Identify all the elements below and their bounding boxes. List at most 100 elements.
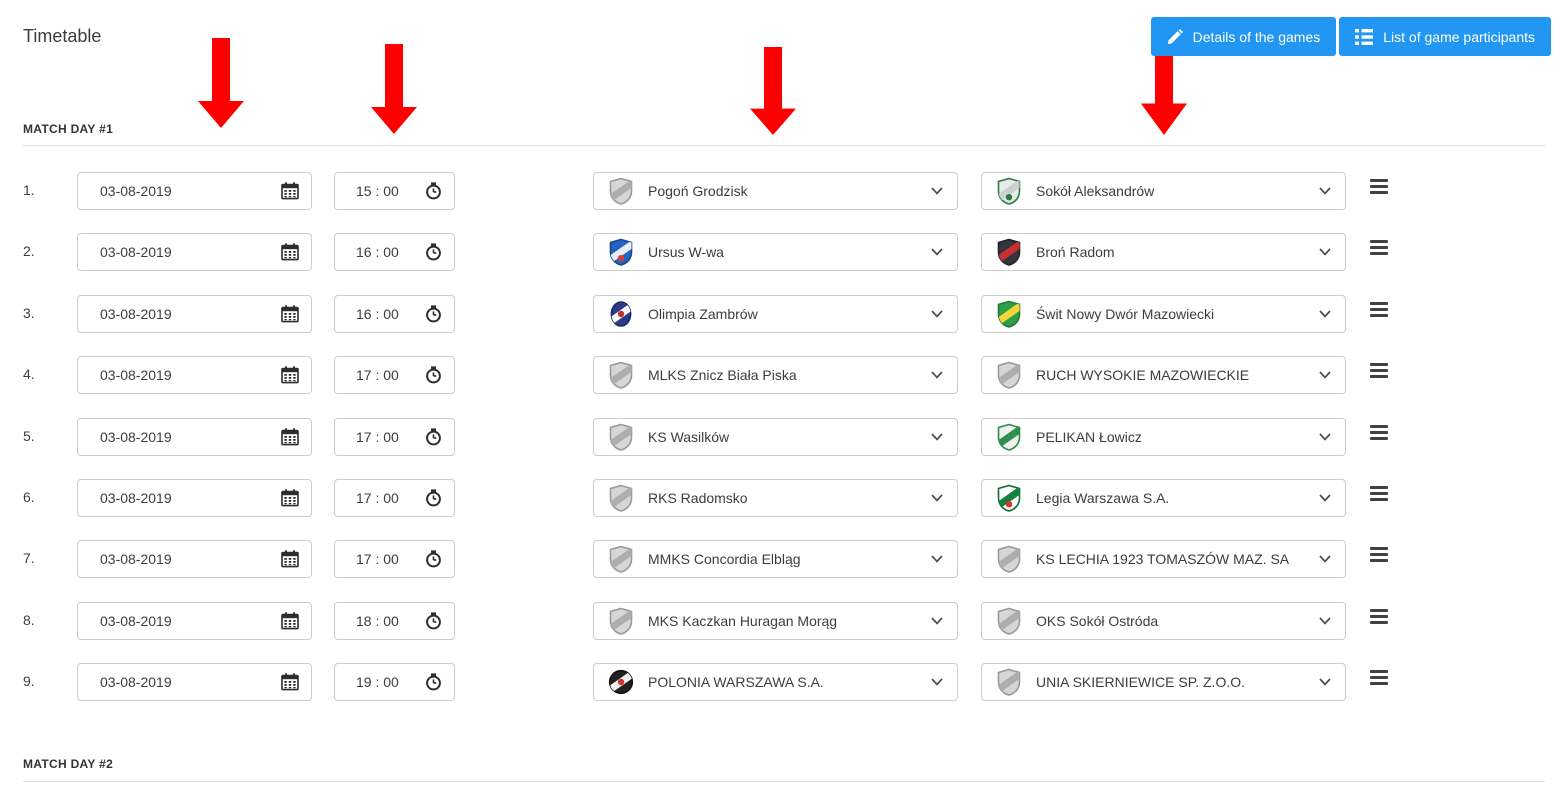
home-team-select[interactable]: Olimpia Zambrów: [593, 294, 958, 333]
away-team-select[interactable]: Świt Nowy Dwór Mazowiecki: [981, 294, 1346, 333]
date-input[interactable]: 03-08-2019: [77, 417, 312, 456]
drag-handle-icon[interactable]: [1370, 663, 1388, 686]
time-input[interactable]: 19 : 00: [334, 663, 455, 702]
clock-icon[interactable]: [425, 366, 442, 384]
away-team-name: PELIKAN Łowicz: [1036, 428, 1142, 445]
time-value: 16 : 00: [356, 244, 399, 261]
drag-handle-icon[interactable]: [1370, 418, 1388, 440]
date-value: 03-08-2019: [100, 674, 172, 691]
match-row: 9. 03-08-2019: [23, 663, 1388, 702]
home-team-select[interactable]: Ursus W-wa: [593, 233, 958, 272]
date-input[interactable]: 03-08-2019: [77, 233, 312, 272]
time-input[interactable]: 18 : 00: [334, 601, 455, 640]
away-team-name: KS LECHIA 1923 TOMASZÓW MAZ. SA: [1036, 551, 1290, 568]
section-divider: [23, 781, 1545, 782]
home-team-select[interactable]: KS Wasilków: [593, 417, 958, 456]
drag-handle-icon[interactable]: [1370, 479, 1388, 501]
time-value: 15 : 00: [356, 183, 399, 199]
clock-icon[interactable]: [425, 427, 442, 446]
away-team-name: Broń Radom: [1036, 244, 1115, 261]
time-input[interactable]: 16 : 00: [334, 233, 455, 272]
date-input[interactable]: 03-08-2019: [77, 172, 312, 210]
club-crest-icon: [608, 607, 634, 635]
match-row: 2. 03-08-2019: [23, 233, 1388, 272]
away-team-select[interactable]: UNIA SKIERNIEWICE SP. Z.O.O.: [981, 663, 1346, 702]
calendar-icon[interactable]: [281, 182, 299, 200]
away-team-select[interactable]: PELIKAN Łowicz: [981, 417, 1346, 456]
chevron-down-icon: [931, 371, 943, 379]
club-crest-icon: [608, 545, 634, 574]
calendar-icon[interactable]: [281, 243, 299, 261]
clock-icon[interactable]: [425, 550, 442, 568]
clock-icon[interactable]: [425, 612, 442, 630]
away-team-select[interactable]: Broń Radom: [981, 233, 1346, 272]
home-team-select[interactable]: POLONIA WARSZAWA S.A.: [593, 663, 958, 702]
time-value: 17 : 00: [356, 489, 399, 506]
calendar-icon[interactable]: [281, 673, 299, 691]
calendar-icon[interactable]: [281, 612, 299, 630]
calendar-icon[interactable]: [281, 550, 299, 568]
drag-handle-icon[interactable]: [1370, 602, 1388, 624]
calendar-icon[interactable]: [281, 427, 299, 446]
date-value: 03-08-2019: [100, 489, 172, 506]
home-team-name: POLONIA WARSZAWA S.A.: [648, 674, 824, 691]
chevron-down-icon: [1319, 310, 1331, 318]
away-team-select[interactable]: Legia Warszawa S.A.: [981, 478, 1346, 517]
date-value: 03-08-2019: [100, 183, 172, 199]
club-crest-icon: [996, 300, 1022, 328]
clock-icon[interactable]: [425, 243, 442, 261]
chevron-down-icon: [1319, 617, 1331, 625]
away-team-select[interactable]: KS LECHIA 1923 TOMASZÓW MAZ. SA: [981, 540, 1346, 579]
home-team-select[interactable]: Pogoń Grodzisk: [593, 172, 958, 210]
home-team-select[interactable]: RKS Radomsko: [593, 478, 958, 517]
details-of-games-button[interactable]: Details of the games: [1150, 17, 1337, 56]
time-input[interactable]: 16 : 00: [334, 294, 455, 333]
club-crest-icon: [608, 300, 634, 328]
clock-icon[interactable]: [425, 489, 442, 507]
club-crest-icon: [608, 238, 634, 267]
clock-icon[interactable]: [425, 673, 442, 691]
chevron-down-icon: [931, 617, 943, 625]
calendar-icon[interactable]: [281, 305, 299, 323]
red-arrow-annotation: [371, 44, 417, 134]
club-crest-icon: [996, 361, 1022, 389]
time-input[interactable]: 17 : 00: [334, 417, 455, 456]
clock-icon[interactable]: [425, 305, 442, 323]
row-number: 2.: [23, 243, 35, 260]
club-crest-icon: [996, 607, 1022, 635]
date-input[interactable]: 03-08-2019: [77, 663, 312, 702]
home-team-select[interactable]: MKS Kaczkan Huragan Morąg: [593, 601, 958, 640]
date-input[interactable]: 03-08-2019: [77, 601, 312, 640]
date-input[interactable]: 03-08-2019: [77, 294, 312, 333]
drag-handle-icon[interactable]: [1370, 172, 1388, 194]
home-team-select[interactable]: MLKS Znicz Biała Piska: [593, 356, 958, 395]
time-input[interactable]: 17 : 00: [334, 540, 455, 579]
date-input[interactable]: 03-08-2019: [77, 478, 312, 517]
chevron-down-icon: [1319, 555, 1331, 563]
clock-icon[interactable]: [425, 182, 442, 200]
calendar-icon[interactable]: [281, 489, 299, 507]
date-value: 03-08-2019: [100, 428, 172, 445]
away-team-name: Legia Warszawa S.A.: [1036, 489, 1170, 506]
calendar-icon[interactable]: [281, 366, 299, 384]
date-input[interactable]: 03-08-2019: [77, 540, 312, 579]
away-team-select[interactable]: RUCH WYSOKIE MAZOWIECKIE: [981, 356, 1346, 395]
drag-handle-icon[interactable]: [1370, 356, 1388, 379]
away-team-select[interactable]: Sokół Aleksandrów: [981, 172, 1346, 210]
row-number: 4.: [23, 366, 35, 383]
time-input[interactable]: 15 : 00: [334, 172, 455, 210]
row-number: 6.: [23, 488, 35, 505]
time-input[interactable]: 17 : 00: [334, 478, 455, 517]
time-value: 17 : 00: [356, 551, 399, 568]
time-input[interactable]: 17 : 00: [334, 356, 455, 395]
list-of-participants-button[interactable]: List of game participants: [1339, 17, 1551, 56]
chevron-down-icon: [1319, 187, 1331, 195]
away-team-select[interactable]: OKS Sokół Ostróda: [981, 601, 1346, 640]
drag-handle-icon[interactable]: [1370, 295, 1388, 317]
drag-handle-icon[interactable]: [1370, 233, 1388, 256]
drag-handle-icon[interactable]: [1370, 540, 1388, 563]
date-input[interactable]: 03-08-2019: [77, 356, 312, 395]
details-of-games-label: Details of the games: [1192, 28, 1321, 45]
club-crest-icon: [608, 484, 634, 512]
home-team-select[interactable]: MMKS Concordia Elbląg: [593, 540, 958, 579]
